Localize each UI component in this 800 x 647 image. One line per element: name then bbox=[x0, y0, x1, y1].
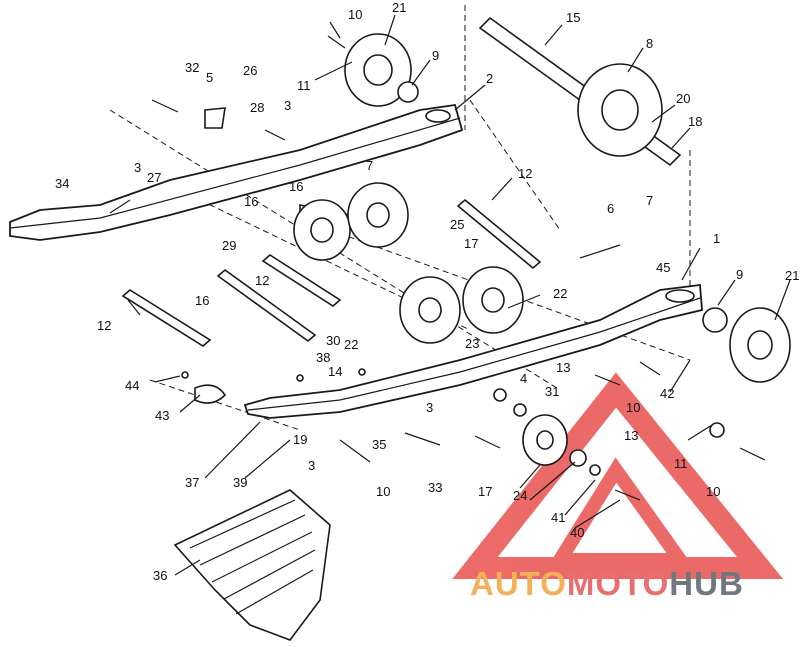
callout-label: 12 bbox=[97, 318, 111, 333]
callout-label: 28 bbox=[250, 100, 264, 115]
right-slide-rail bbox=[243, 283, 703, 419]
callout-label: 37 bbox=[185, 475, 199, 490]
watermark-triangle bbox=[452, 372, 784, 579]
callout-label: 25 bbox=[450, 217, 464, 232]
callout-label: 39 bbox=[233, 475, 247, 490]
callout-label: 9 bbox=[736, 267, 743, 282]
callout-label: 13 bbox=[556, 360, 570, 375]
callout-label: 8 bbox=[646, 36, 653, 51]
callout-label: 21 bbox=[785, 268, 799, 283]
callout-label: 36 bbox=[153, 568, 167, 583]
callout-label: 24 bbox=[513, 488, 527, 503]
callout-label: 3 bbox=[284, 98, 291, 113]
wear-strip bbox=[173, 489, 331, 641]
left-slide-rail bbox=[9, 103, 464, 241]
callout-label: 10 bbox=[376, 484, 390, 499]
callout-label: 29 bbox=[222, 238, 236, 253]
callout-label: 22 bbox=[553, 286, 567, 301]
callout-label: 2 bbox=[486, 71, 493, 86]
callout-label: 22 bbox=[344, 337, 358, 352]
callout-label: 10 bbox=[626, 400, 640, 415]
fasteners bbox=[151, 35, 766, 501]
callout-label: 11 bbox=[297, 78, 311, 93]
callout-label: 23 bbox=[465, 336, 479, 351]
callout-label: 3 bbox=[134, 160, 141, 175]
callout-label: 7 bbox=[646, 193, 653, 208]
callout-label: 14 bbox=[328, 364, 342, 379]
callout-label: 18 bbox=[688, 114, 702, 129]
callout-label: 7 bbox=[366, 158, 373, 173]
callout-label: 12 bbox=[518, 166, 532, 181]
callout-label: 43 bbox=[155, 408, 169, 423]
callout-label: 34 bbox=[55, 176, 69, 191]
callout-label: 9 bbox=[432, 48, 439, 63]
callout-label: 20 bbox=[676, 91, 690, 106]
callout-label: 3 bbox=[308, 458, 315, 473]
callout-label: 38 bbox=[316, 350, 330, 365]
callout-label: 11 bbox=[674, 456, 688, 471]
idler-wheels bbox=[293, 33, 791, 466]
callout-label: 42 bbox=[660, 386, 674, 401]
callout-label: 32 bbox=[185, 60, 199, 75]
callout-label: 4 bbox=[520, 371, 527, 386]
callout-label: 13 bbox=[624, 428, 638, 443]
callout-label: 26 bbox=[243, 63, 257, 78]
callout-label: 16 bbox=[244, 194, 258, 209]
callout-label: 44 bbox=[125, 378, 139, 393]
callout-label: 16 bbox=[289, 179, 303, 194]
callout-label: 16 bbox=[195, 293, 209, 308]
callout-label: 31 bbox=[545, 384, 559, 399]
callout-labels: 10 21 15 11 9 8 32 5 26 2 20 28 3 18 27 … bbox=[55, 0, 799, 583]
callout-label: 30 bbox=[326, 333, 340, 348]
callout-label: 35 bbox=[372, 437, 386, 452]
callout-label: 10 bbox=[706, 484, 720, 499]
callout-label: 27 bbox=[147, 170, 161, 185]
callout-label: 40 bbox=[570, 525, 584, 540]
callout-label: 17 bbox=[478, 484, 492, 499]
watermark-part-auto: AUTO bbox=[470, 565, 567, 602]
leader-lines bbox=[109, 14, 791, 576]
callout-label: 41 bbox=[551, 510, 565, 525]
callout-label: 3 bbox=[426, 400, 433, 415]
watermark-part-hub: HUB bbox=[669, 565, 744, 602]
watermark-wordmark: AUTOMOTOHUB bbox=[470, 565, 744, 603]
callout-label: 19 bbox=[293, 432, 307, 447]
callout-label: 10 bbox=[348, 7, 362, 22]
callout-label: 12 bbox=[255, 273, 269, 288]
callout-label: 33 bbox=[428, 480, 442, 495]
callout-label: 21 bbox=[392, 0, 406, 15]
callout-label: 45 bbox=[656, 260, 670, 275]
callout-label: 17 bbox=[464, 236, 478, 251]
watermark-part-moto: MOTO bbox=[566, 565, 670, 602]
callout-label: 6 bbox=[607, 201, 614, 216]
callout-label: 15 bbox=[566, 10, 580, 25]
callout-label: 1 bbox=[713, 231, 720, 246]
callout-label: 5 bbox=[206, 70, 213, 85]
